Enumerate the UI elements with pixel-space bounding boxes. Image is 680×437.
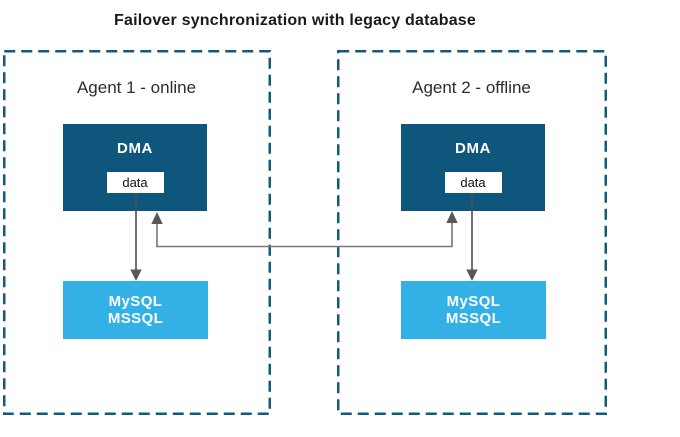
agent-2-db-label-mysql: MySQL [446,293,501,310]
agent-2-data-label: data [460,175,486,190]
agent-1-dma-label: DMA [117,140,153,157]
agent-2-db-label-mssql: MSSQL [445,310,502,327]
agent-2-container: Agent 2 - offline DMA data MySQL MSSQL [337,50,606,415]
agent-2-dma-label: DMA [455,140,491,157]
agent-1-data-label: data [122,175,148,190]
agent-2-database-box: MySQL MSSQL [401,281,546,339]
agent-1-data-box: data [106,172,164,193]
agent-2-label: Agent 2 - offline [412,78,531,97]
agent-1-container: Agent 1 - online DMA data MySQL MSSQL [3,50,270,415]
agent-1-dma-box: DMA data [63,124,207,211]
agent-2-dma-box: DMA data [401,124,545,211]
agent-1-db-label-mysql: MySQL [108,293,163,310]
agent-2-data-box: data [444,172,502,193]
agent-1-label: Agent 1 - online [76,78,197,97]
agent-1-database-box: MySQL MSSQL [63,281,208,339]
diagram-title: Failover synchronization with legacy dat… [114,12,476,29]
agent-1-db-label-mssql: MSSQL [107,310,164,327]
